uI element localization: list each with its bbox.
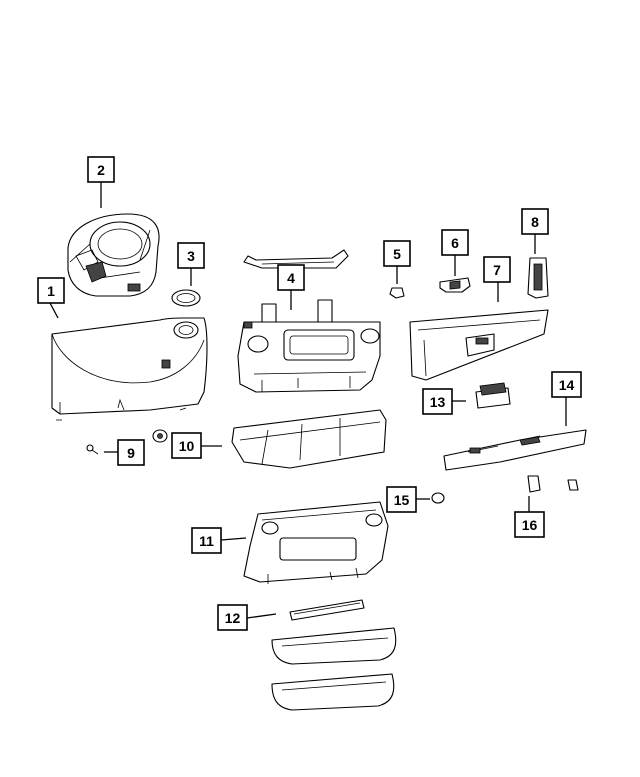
svg-text:14: 14 [559,377,575,393]
svg-text:1: 1 [47,283,55,299]
callout-9: 9 [117,439,145,466]
svg-text:9: 9 [127,445,135,461]
part-clip-5[interactable] [389,287,405,299]
part-fastener-pins[interactable] [527,475,579,493]
callout-12: 12 [217,604,248,631]
part-center-bezel-upper[interactable] [237,249,381,393]
callout-5: 5 [383,240,411,267]
part-plug[interactable] [431,492,445,504]
svg-text:16: 16 [522,517,538,533]
svg-text:7: 7 [493,262,501,278]
svg-text:5: 5 [393,246,401,262]
callout-8: 8 [521,208,549,235]
svg-text:12: 12 [225,610,241,626]
callout-14: 14 [551,371,582,398]
svg-text:4: 4 [287,270,295,286]
callout-4: 4 [277,264,305,291]
callout-11: 11 [191,527,222,554]
svg-text:2: 2 [97,162,105,178]
part-knob[interactable] [152,429,168,443]
svg-text:11: 11 [199,533,214,549]
callout-6: 6 [441,229,469,256]
part-latch[interactable] [439,277,471,293]
part-lower-trim-lower[interactable] [271,673,395,711]
part-grommet-ring[interactable] [171,289,201,307]
leader-lines [49,182,567,619]
part-trim-strip[interactable] [443,429,587,471]
part-steering-column-shroud[interactable] [67,213,160,297]
callout-2: 2 [87,156,115,183]
part-screw[interactable] [86,444,99,455]
callout-15: 15 [386,486,417,513]
callout-13: 13 [422,388,453,415]
part-lower-knee-panel[interactable] [51,317,208,421]
svg-text:13: 13 [430,394,446,410]
svg-text:10: 10 [179,438,195,454]
part-switch[interactable] [475,382,511,409]
part-hinge-strap[interactable] [527,257,549,299]
part-center-bezel-lower[interactable] [243,501,389,584]
part-glove-box-door[interactable] [409,309,549,381]
callout-3: 3 [177,242,205,269]
svg-text:15: 15 [394,492,410,508]
part-lower-bin[interactable] [231,409,387,469]
callout-10: 10 [171,432,202,459]
svg-text:3: 3 [187,248,195,264]
callout-16: 16 [514,511,545,538]
callout-7: 7 [483,256,511,283]
part-trim-bar[interactable] [289,599,365,621]
svg-text:6: 6 [451,235,459,251]
svg-text:8: 8 [531,214,539,230]
callout-1: 1 [37,277,65,304]
part-lower-trim-upper[interactable] [271,627,397,665]
